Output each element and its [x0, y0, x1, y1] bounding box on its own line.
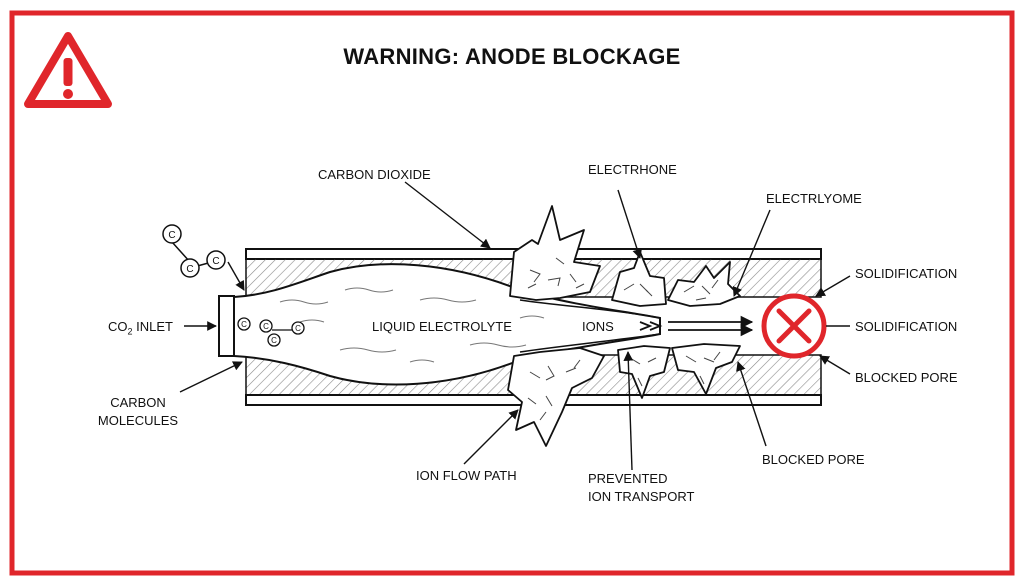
svg-text:C: C — [241, 320, 247, 329]
liquid-electrolyte-label: LIQUID ELECTROLYTE — [372, 319, 512, 334]
svg-text:C: C — [168, 230, 175, 241]
deposit-texture — [527, 257, 721, 421]
ion-arrows — [639, 315, 754, 337]
prevented-ion-transport-label: PREVENTED ION TRANSPORT — [588, 471, 695, 504]
svg-text:C: C — [212, 256, 219, 267]
carbon-molecules-label: CARBON MOLECULES — [97, 395, 179, 428]
svg-text:C: C — [186, 264, 193, 275]
blocked-x-icon — [761, 293, 827, 359]
ions-label: IONS — [582, 319, 614, 334]
warning-border — [9, 10, 1015, 576]
solidification-top-label: SOLIDIFICATION — [855, 266, 958, 281]
ion-flow-path-label: ION FLOW PATH — [416, 468, 517, 483]
electrlyome-label: ELECTRLYOME — [766, 191, 862, 206]
svg-text:C: C — [271, 336, 277, 345]
co2-inlet-cap — [218, 295, 235, 357]
blocked-pore-right-label: BLOCKED PORE — [855, 370, 958, 385]
carbon-chain — [162, 224, 226, 278]
co2-inlet-label: CO2 INLET — [108, 319, 173, 337]
electrhone-label: ELECTRHONE — [588, 162, 677, 177]
page-title: WARNING: ANODE BLOCKAGE — [343, 44, 681, 69]
solid-deposits-top — [509, 205, 741, 307]
svg-text:C: C — [263, 322, 269, 331]
ion-flow-channel — [519, 299, 661, 319]
carbon-dioxide-label: CARBON DIOXIDE — [318, 167, 431, 182]
warning-triangle-icon — [24, 32, 112, 108]
flow-lines — [279, 287, 545, 363]
blocked-pore-bottom-label: BLOCKED PORE — [762, 452, 865, 467]
svg-text:C: C — [295, 324, 301, 333]
carbon-atom-icon — [237, 317, 305, 347]
solidification-mid-label: SOLIDIFICATION — [855, 319, 958, 334]
leader-lines — [179, 181, 851, 471]
